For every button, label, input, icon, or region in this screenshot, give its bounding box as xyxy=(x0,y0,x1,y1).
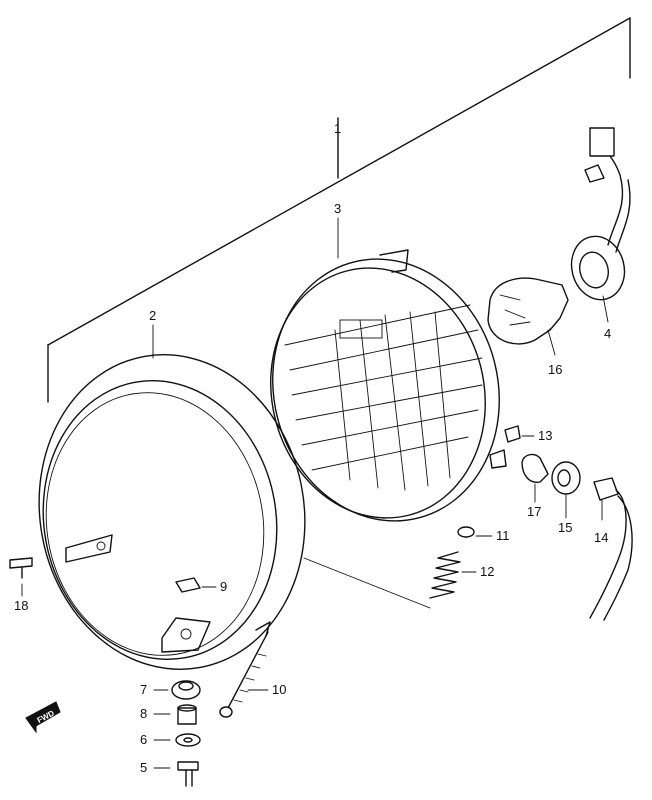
callout-15: 15 xyxy=(558,520,572,535)
clip xyxy=(504,425,521,443)
fwd-arrow-icon: FWD xyxy=(25,701,61,734)
callout-5: 5 xyxy=(140,760,147,775)
callout-6: 6 xyxy=(140,732,147,747)
socket-with-wiring xyxy=(570,127,631,301)
callout-18: 18 xyxy=(14,598,28,613)
callout-2: 2 xyxy=(149,308,156,323)
position-bulb xyxy=(521,453,549,483)
headlamp-bulb xyxy=(487,277,569,345)
callout-8: 8 xyxy=(140,706,147,721)
callout-9: 9 xyxy=(220,579,227,594)
adjusting-spring xyxy=(429,551,461,599)
washer-small xyxy=(457,526,475,538)
callout-7: 7 xyxy=(140,682,147,697)
headlamp-unit xyxy=(270,249,507,522)
callout-14: 14 xyxy=(594,530,608,545)
screw xyxy=(9,557,33,579)
callout-10: 10 xyxy=(272,682,286,697)
position-socket-wiring xyxy=(589,477,633,621)
grommet xyxy=(171,680,201,700)
washer xyxy=(175,733,201,747)
assembly-bracket xyxy=(47,17,631,403)
callout-17: 17 xyxy=(527,504,541,519)
adjusting-screw xyxy=(219,631,269,718)
position-socket xyxy=(551,461,581,495)
callout-11: 11 xyxy=(496,528,510,543)
headlamp-rim xyxy=(38,354,306,670)
bolt xyxy=(177,761,199,787)
callout-16: 16 xyxy=(548,362,562,377)
callout-13: 13 xyxy=(538,428,552,443)
assembly-guide-line xyxy=(303,557,431,609)
callout-4: 4 xyxy=(604,326,611,341)
collar xyxy=(177,704,197,725)
clip-nut xyxy=(175,577,201,593)
callout-1: 1 xyxy=(334,121,341,136)
callout-12: 12 xyxy=(480,564,494,579)
callout-3: 3 xyxy=(334,201,341,216)
